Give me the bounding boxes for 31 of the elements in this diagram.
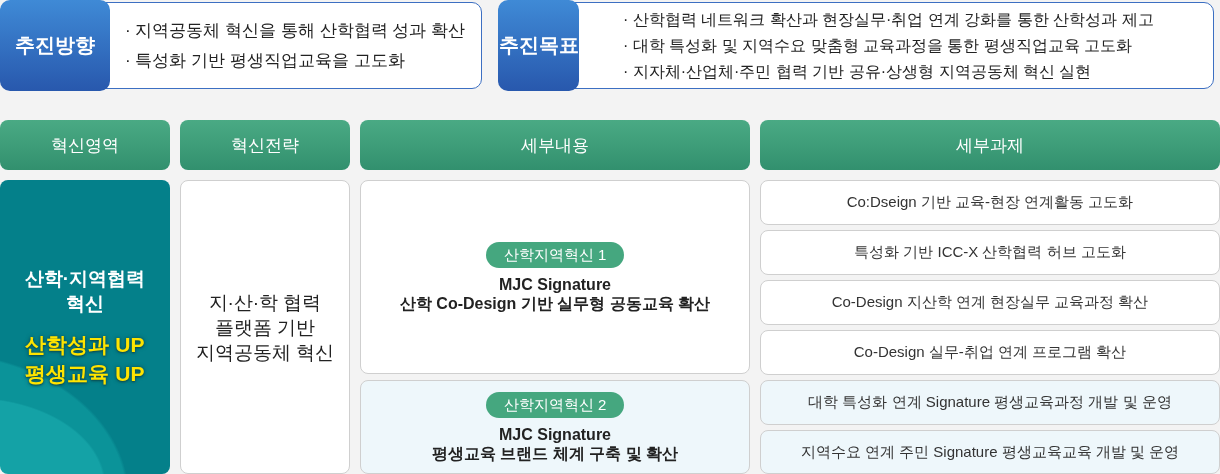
program-description: 산학 Co-Design 기반 실무형 공동교육 확산	[399, 293, 711, 313]
task-card: 지역수요 연계 주민 Signature 평생교육교육 개발 및 운영	[760, 430, 1220, 474]
tag-badge: 산학지역혁신 1	[485, 241, 625, 268]
program-title: MJC Signature	[499, 424, 611, 444]
program-title: MJC Signature	[499, 274, 611, 294]
bullet-text: · 특성화 기반 평생직업교육을 고도화	[125, 49, 406, 72]
program-description: 평생교육 브랜드 체계 구축 및 확산	[431, 443, 679, 463]
column-header: 혁신전략	[180, 120, 350, 170]
task-card: Co-Design 실무-취업 연계 프로그램 확산	[760, 330, 1220, 375]
bullet-panel	[0, 2, 482, 89]
task-card: Co:Dseign 기반 교육-현장 연계활동 고도화	[760, 180, 1220, 225]
task-card: 특성화 기반 ICC-X 산학협력 허브 고도화	[760, 230, 1220, 275]
highlight-text: 산학성과 UP 평생교육 UP	[24, 332, 146, 387]
content-card	[360, 380, 750, 474]
bullet-panel	[498, 2, 1214, 89]
content-card	[360, 180, 750, 374]
area-title: 산학·지역협력 혁신	[23, 267, 147, 316]
area-card	[0, 180, 170, 474]
label-tab: 추진방향	[0, 0, 110, 91]
bullet-text: · 지자체·산업체·주민 협력 기반 공유·상생형 지역공동체 혁신 실현	[623, 61, 1093, 82]
bullet-text: · 지역공동체 혁신을 통해 산학협력 성과 확산	[125, 19, 465, 42]
task-card: 대학 특성화 연계 Signature 평생교육과정 개발 및 운영	[760, 380, 1220, 425]
bullet-text: · 산학협력 네트워크 확산과 현장실무·취업 연계 강화를 통한 산학성과 제고	[623, 9, 1154, 30]
strategy-card: 지·산·학 협력 플랫폼 기반 지역공동체 혁신	[180, 180, 350, 474]
tag-badge: 산학지역혁신 2	[485, 391, 625, 418]
task-card: Co-Design 지산학 연계 현장실무 교육과정 확산	[760, 280, 1220, 325]
label-tab: 추진목표	[498, 0, 579, 91]
column-header: 세부내용	[360, 120, 750, 170]
bullet-text: · 대학 특성화 및 지역수요 맞춤형 교육과정을 통한 평생직업교육 고도화	[623, 35, 1134, 56]
column-header: 혁신영역	[0, 120, 170, 170]
column-header: 세부과제	[760, 120, 1220, 170]
